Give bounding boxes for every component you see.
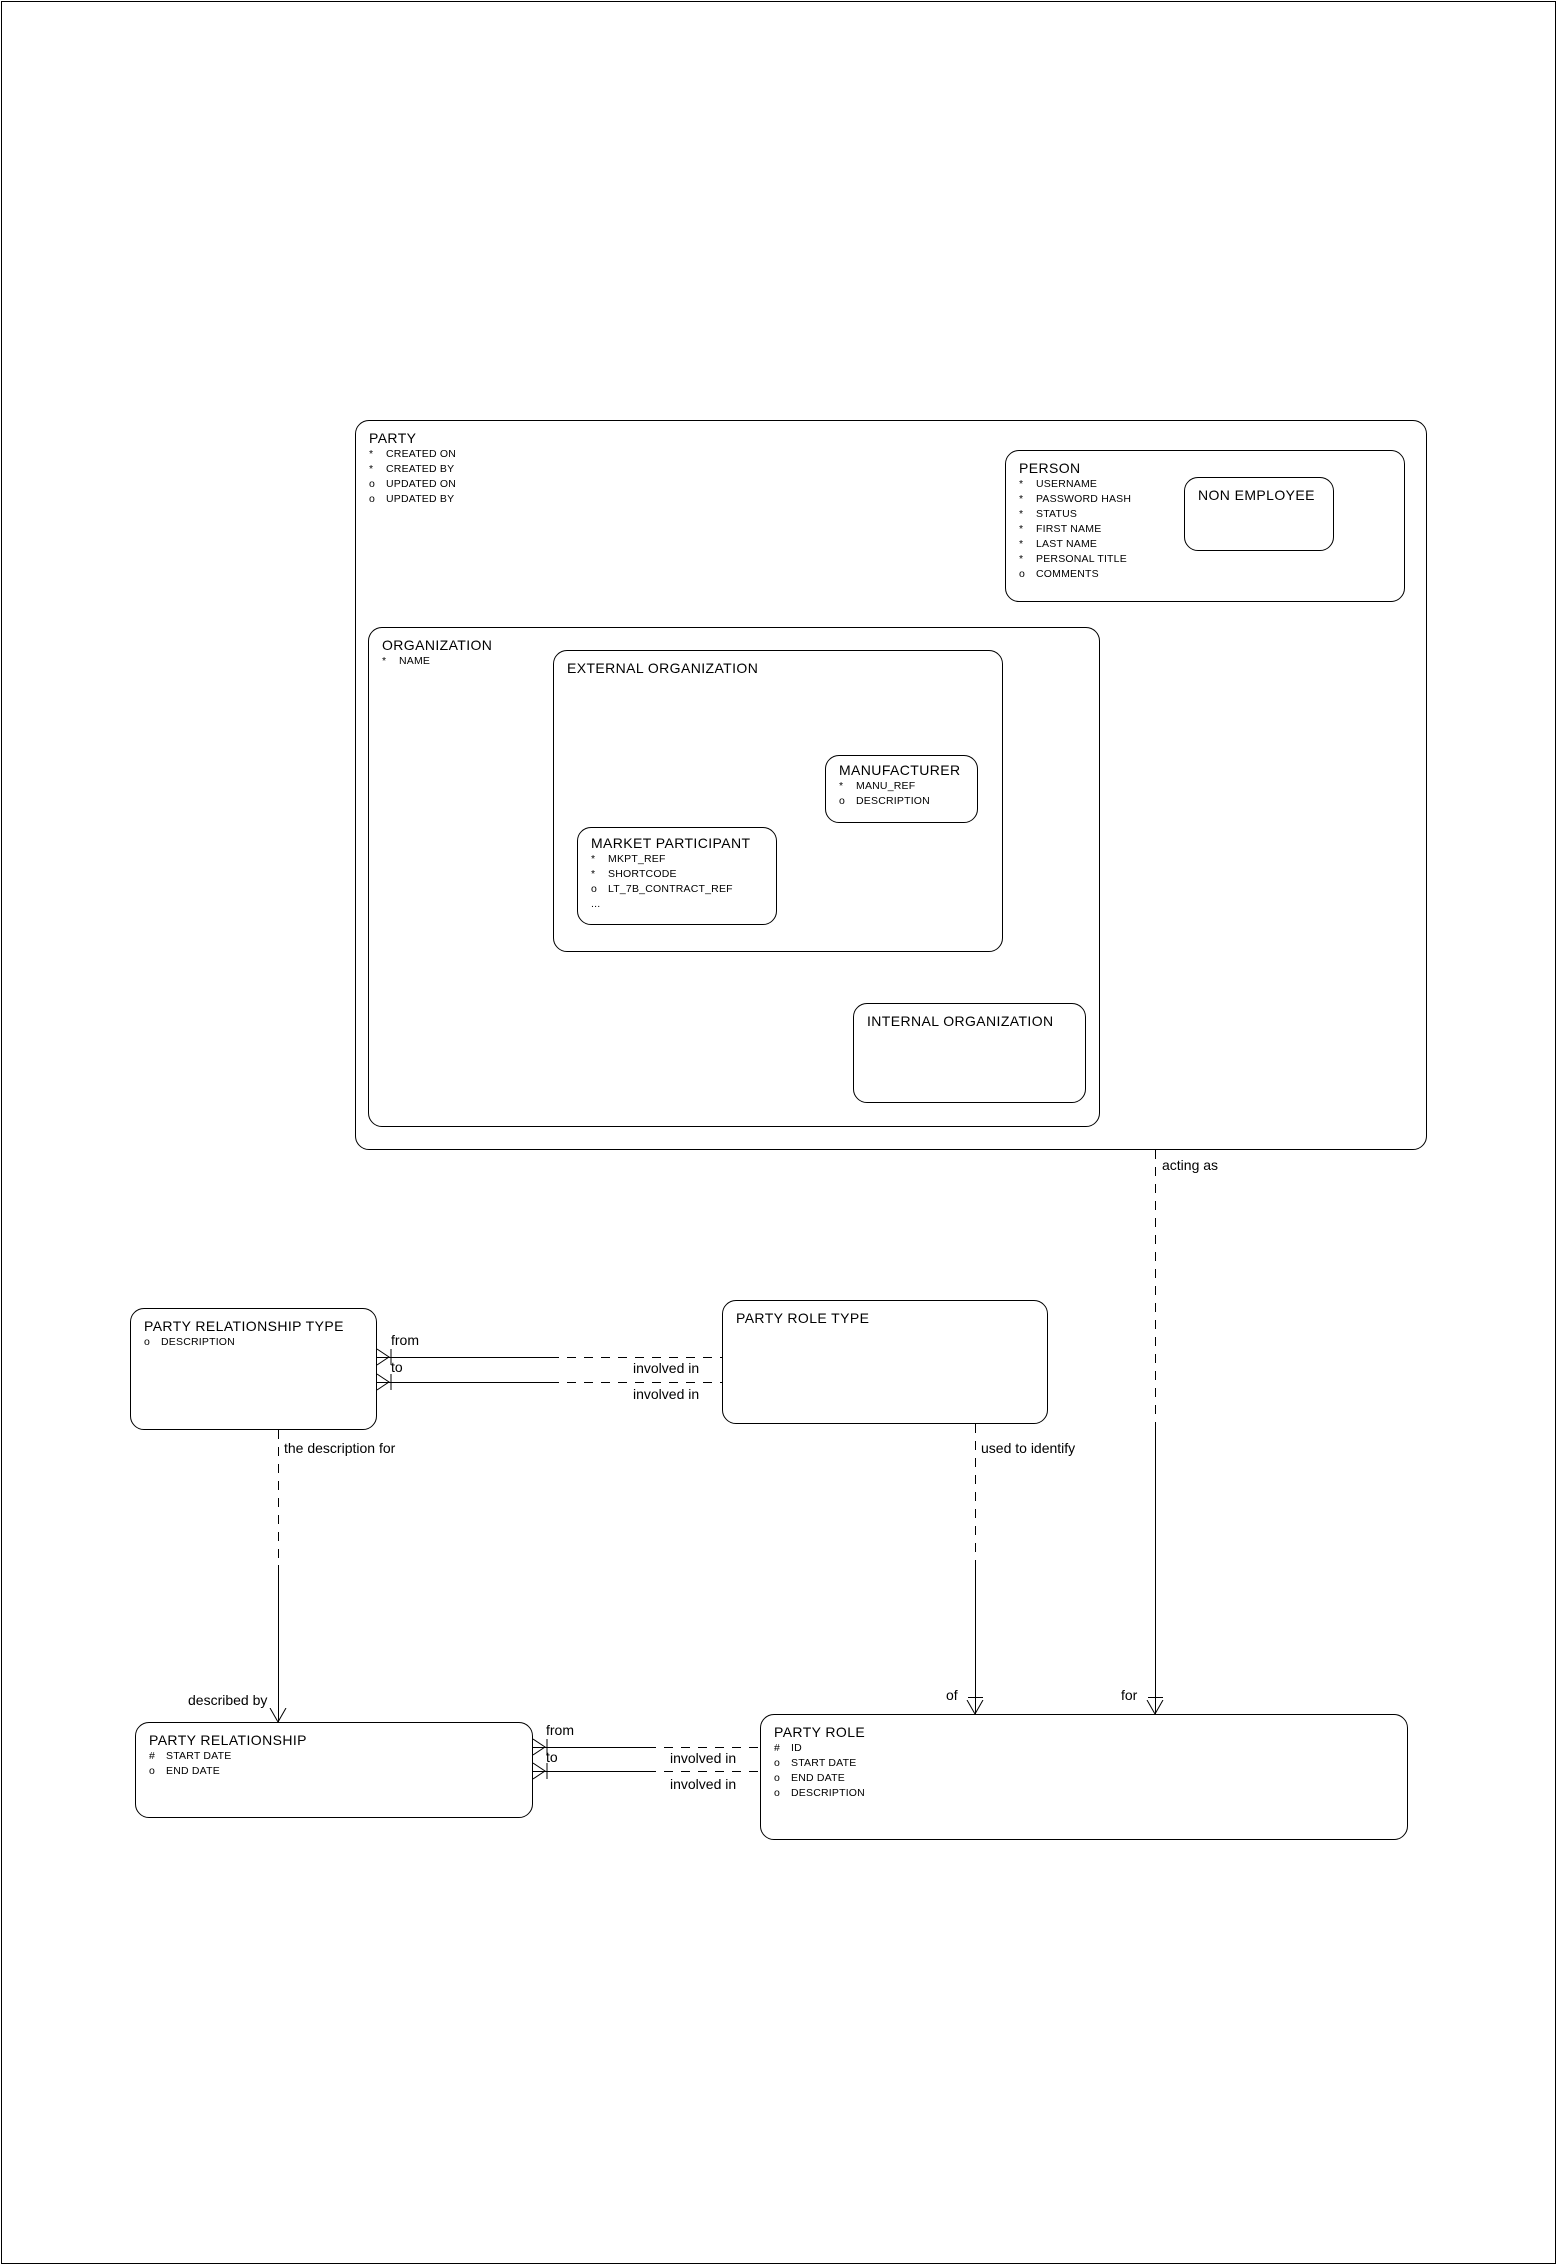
relationship-label-described-by: described by [188,1692,268,1708]
attribute-row: *PASSWORD HASH [1019,493,1132,505]
attribute-list: *NAME [369,654,1099,669]
relationship-line-of-solid [975,1560,976,1714]
entity-title: MARKET PARTICIPANT [591,835,751,851]
attribute-row: *MKPT_REF [591,853,666,865]
entity-organization[interactable]: ORGANIZATION *NAME [368,627,1100,1127]
attribute-row: *STATUS [1019,508,1078,520]
crowsfoot-describedby-icon [269,1708,287,1723]
entity-title: PARTY ROLE TYPE [736,1310,870,1326]
relationship-line-pr-to-solid [533,1771,647,1772]
relationship-label-for: for [1121,1687,1138,1703]
relationship-label-involved-in-bottom: involved in [633,1386,700,1402]
uid-bar-of [968,1697,983,1698]
attribute-row: *USERNAME [1019,478,1098,490]
attribute-row: *FIRST NAME [1019,523,1102,535]
entity-internal-organization[interactable]: INTERNAL ORGANIZATION [853,1003,1086,1103]
crowsfoot-prt-from-icon [377,1348,397,1366]
relationship-line-describedby-dashed [278,1430,279,1565]
entity-title: PARTY RELATIONSHIP [149,1732,307,1748]
relationship-label-pr-involved-in-top: involved in [670,1750,737,1766]
relationship-line-describedby-solid [278,1565,279,1722]
attribute-row: *SHORTCODE [591,868,677,880]
crowsfoot-pr-to-icon [533,1762,553,1780]
relationship-line-pr-from-dashed [647,1747,760,1748]
relationship-label-prt-from: from [391,1332,419,1348]
entity-title: ORGANIZATION [382,637,493,653]
entity-title: EXTERNAL ORGANIZATION [567,660,759,676]
attribute-list: *USERNAME *PASSWORD HASH *STATUS *FIRST … [1006,477,1404,582]
attribute-row: *PERSONAL TITLE [1019,553,1127,565]
attribute-row: *CREATED BY [369,463,455,475]
attribute-row: *MANU_REF [839,780,916,792]
entity-title: PARTY [369,430,417,446]
entity-party-role-type[interactable]: PARTY ROLE TYPE [722,1300,1048,1424]
relationship-line-for-dashed [1155,1150,1156,1430]
relationship-line-of-dashed [975,1424,976,1560]
relationship-line-pr-from-solid [533,1747,647,1748]
attribute-row: *LAST NAME [1019,538,1098,550]
attribute-row: #START DATE [149,1750,232,1762]
relationship-line-prt-to-solid [377,1382,550,1383]
relationship-label-acting-as: acting as [1162,1157,1219,1173]
attribute-row: ... [591,898,601,910]
entity-external-organization[interactable]: EXTERNAL ORGANIZATION [553,650,1003,952]
relationship-label-pr-to: to [546,1749,558,1765]
crowsfoot-prt-to-icon [377,1373,397,1391]
entity-market-participant[interactable]: MARKET PARTICIPANT *MKPT_REF *SHORTCODE … [577,827,777,925]
entity-title: PARTY ROLE [774,1724,866,1740]
relationship-label-involved-in-top: involved in [633,1360,700,1376]
uid-bar-for [1148,1697,1163,1698]
relationship-label-of: of [946,1687,958,1703]
crowsfoot-for-icon [1146,1700,1164,1715]
attribute-row: *CREATED ON [369,448,457,460]
crowsfoot-of-icon [966,1700,984,1715]
entity-title: MANUFACTURER [839,762,961,778]
entity-title: NON EMPLOYEE [1198,487,1315,503]
relationship-label-prt-to: to [391,1359,403,1375]
relationship-line-pr-to-dashed [647,1771,760,1772]
relationship-label-pr-involved-in-bottom: involved in [670,1776,737,1792]
entity-person[interactable]: PERSON *USERNAME *PASSWORD HASH *STATUS … [1005,450,1405,602]
crowsfoot-pr-from-icon [533,1738,553,1756]
attribute-row: #ID [774,1742,802,1754]
entity-title: PARTY RELATIONSHIP TYPE [144,1318,344,1334]
relationship-line-prt-from-solid [377,1357,550,1358]
attribute-row: *NAME [382,655,431,667]
relationship-line-for-solid [1155,1430,1156,1714]
entity-title: INTERNAL ORGANIZATION [867,1013,1054,1029]
relationship-label-the-description-for: the description for [284,1440,396,1456]
relationship-line-prt-from-dashed [550,1357,722,1358]
relationship-line-prt-to-dashed [550,1382,722,1383]
entity-non-employee[interactable]: NON EMPLOYEE [1184,477,1334,551]
relationship-label-pr-from: from [546,1722,574,1738]
relationship-label-used-to-identify: used to identify [981,1440,1076,1456]
entity-title: PERSON [1019,460,1081,476]
